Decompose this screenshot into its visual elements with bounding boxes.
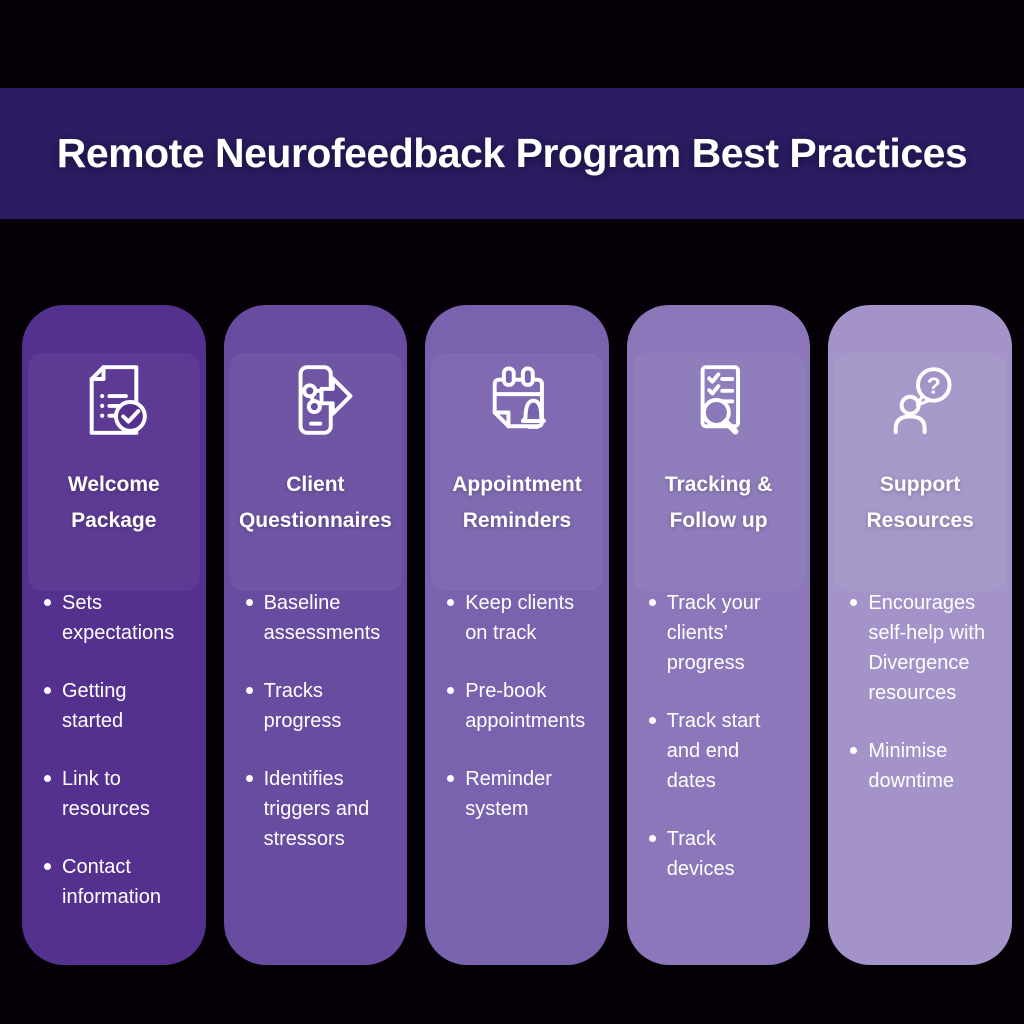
- calendar-bell-icon: [425, 355, 609, 445]
- card-heading: Tracking & Follow up: [664, 473, 773, 532]
- card-appointment-reminders: Appointment Reminders Keep clients on tr…: [425, 305, 609, 965]
- bullet-item: Track devices: [648, 824, 789, 884]
- bullet-list: Track your clients’ progress Track start…: [627, 588, 811, 884]
- bullet-item: Sets expectations: [44, 588, 184, 648]
- bullet-list: Baseline assessments Tracks progress Ide…: [224, 588, 408, 854]
- bullet-item: Getting started: [44, 676, 184, 736]
- card-heading: Client Questionnaires: [238, 473, 392, 532]
- svg-text:?: ?: [927, 372, 941, 398]
- card-client-questionnaires: Client Questionnaires Baseline assessmen…: [223, 305, 408, 965]
- bullet-item: Minimise downtime: [850, 736, 990, 796]
- card-welcome-package: Welcome Package Sets expectations Gettin…: [22, 305, 206, 965]
- bullet-item: Reminder system: [447, 764, 587, 824]
- card-heading: Appointment Reminders: [452, 473, 582, 532]
- bullet-item: Baseline assessments: [245, 588, 386, 648]
- document-checklist-check-icon: [22, 355, 206, 445]
- bullet-item: Track your clients’ progress: [648, 588, 789, 678]
- bullet-item: Keep clients on track: [447, 588, 587, 648]
- bullet-item: Identifies triggers and stressors: [245, 764, 386, 854]
- page-title: Remote Neurofeedback Program Best Practi…: [56, 130, 968, 176]
- bullet-list: Keep clients on track Pre-book appointme…: [425, 588, 609, 824]
- bullet-item: Tracks progress: [245, 676, 386, 736]
- card-heading: Support Resources: [866, 473, 974, 532]
- bullet-item: Encourages self-help with Divergence res…: [850, 588, 990, 708]
- title-band: Remote Neurofeedback Program Best Practi…: [0, 88, 1024, 219]
- bullet-item: Contact information: [44, 852, 184, 912]
- card-tracking-follow-up: Tracking & Follow up Track your clients’…: [626, 305, 811, 965]
- card-inner-panel: [28, 353, 200, 591]
- card-support-resources: ? Support Resources Encourages self-help…: [828, 305, 1012, 965]
- bullet-item: Link to resources: [44, 764, 184, 824]
- bullet-item: Pre-book appointments: [447, 676, 587, 736]
- person-question-bubble-icon: ?: [828, 355, 1012, 445]
- cards-row: Welcome Package Sets expectations Gettin…: [22, 305, 1012, 965]
- bullet-list: Encourages self-help with Divergence res…: [828, 588, 1012, 796]
- checklist-magnifier-icon: [627, 355, 811, 445]
- card-inner-panel: [632, 353, 805, 591]
- bullet-list: Sets expectations Getting started Link t…: [22, 588, 206, 912]
- card-heading: Welcome Package: [67, 473, 160, 532]
- bullet-item: Track start and end dates: [648, 706, 789, 796]
- phone-survey-arrow-icon: [224, 355, 408, 445]
